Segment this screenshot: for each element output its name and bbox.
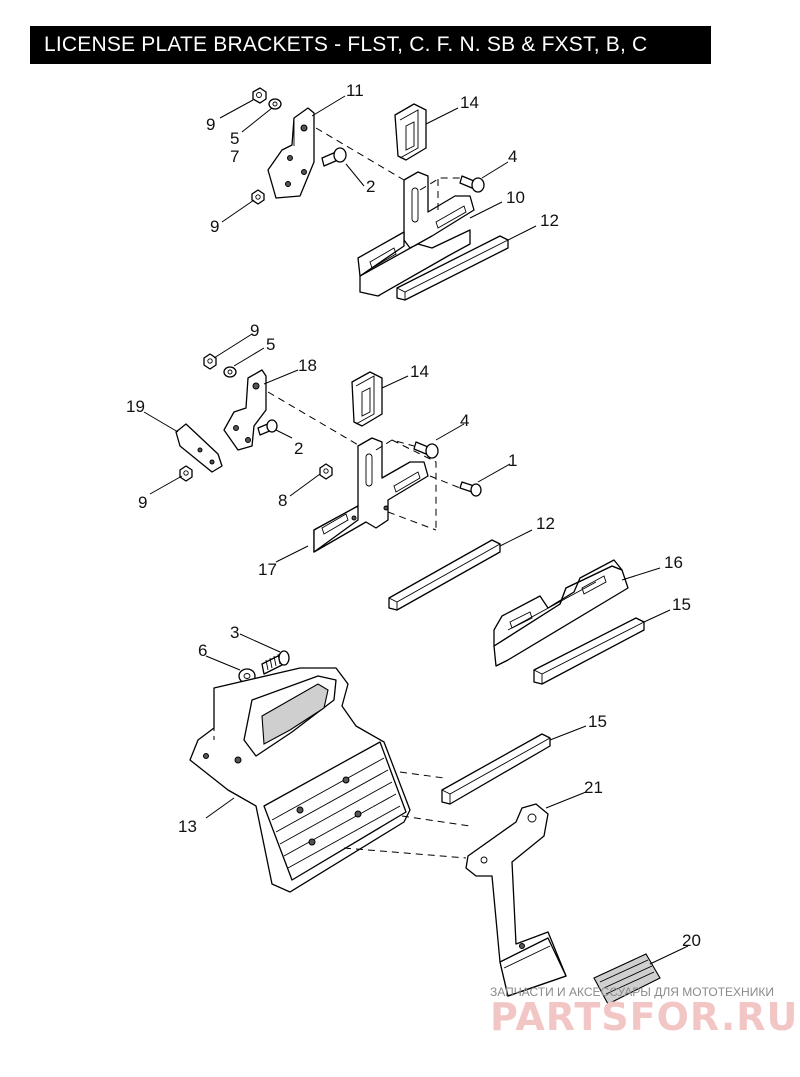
part-16-bracket	[493, 559, 629, 667]
part-2-bolt-mid	[257, 419, 278, 436]
callout-9: 9	[210, 217, 219, 236]
callout-12: 12	[536, 514, 555, 533]
callout-3: 3	[230, 623, 239, 642]
part-9-nut-left	[179, 465, 193, 482]
callout-17: 17	[258, 560, 277, 579]
leader-lines	[143, 95, 689, 965]
part-8-nut	[319, 463, 333, 480]
part-1-bolt	[459, 481, 482, 497]
watermark-tagline: ЗАПЧАСТИ И АКСЕССУАРЫ ДЛЯ МОТОТЕХНИКИ	[490, 985, 774, 999]
watermark: ЗАПЧАСТИ И АКСЕССУАРЫ ДЛЯ МОТОТЕХНИКИ PA…	[490, 985, 798, 1039]
part-15-strip-bottom	[441, 733, 551, 805]
callout-13: 13	[178, 817, 197, 836]
diagram-title: LICENSE PLATE BRACKETS - FLST, C. F. N. …	[30, 26, 711, 64]
part-5-washer-mid	[223, 366, 237, 378]
part-5-washer-top	[268, 98, 282, 110]
part-9-nut-top	[252, 87, 267, 104]
callout-1: 1	[508, 451, 517, 470]
callout-14: 14	[460, 93, 479, 112]
watermark-brand: PARTSFOR.RU	[490, 995, 798, 1039]
part-18-bracket	[223, 369, 267, 451]
part-4-bolt-mid	[413, 441, 439, 459]
callout-15: 15	[672, 595, 691, 614]
callout-9: 9	[206, 115, 215, 134]
callout-8: 8	[278, 491, 287, 510]
callout-9: 9	[138, 493, 147, 512]
part-20-reflector	[593, 953, 661, 1005]
part-11-bracket	[267, 107, 315, 199]
part-14-clip-mid	[351, 371, 383, 427]
callout-labels: 9 5 7 11 14 4 2 10 12 9 9 5 18 14 19 4 2…	[126, 81, 701, 950]
callout-14: 14	[410, 362, 429, 381]
part-9-nut-lower	[251, 189, 265, 205]
part-2-bolt-top	[321, 147, 347, 167]
part-3-bolt	[261, 650, 290, 675]
part-10-bracket	[357, 171, 475, 297]
part-14-clip-top	[394, 103, 427, 161]
callout-19: 19	[126, 397, 145, 416]
callout-7: 7	[230, 147, 239, 166]
part-15-strip-right	[533, 617, 645, 685]
part-21-bracket	[465, 803, 567, 997]
part-19-strap	[175, 423, 223, 473]
part-12-strip-mid	[388, 539, 501, 611]
callout-5: 5	[266, 335, 275, 354]
callout-2: 2	[366, 177, 375, 196]
callout-16: 16	[664, 553, 683, 572]
part-12-strip-top	[396, 235, 509, 301]
part-4-bolt-top	[459, 175, 485, 193]
callout-15: 15	[588, 712, 607, 731]
part-17-bracket	[313, 437, 429, 553]
callout-9: 9	[250, 321, 259, 340]
callout-6: 6	[198, 641, 207, 660]
callout-4: 4	[508, 147, 517, 166]
callout-12: 12	[540, 211, 559, 230]
callout-5: 5	[230, 129, 239, 148]
callout-2: 2	[294, 439, 303, 458]
callout-10: 10	[506, 188, 525, 207]
callout-4: 4	[460, 411, 469, 430]
callout-21: 21	[584, 778, 603, 797]
callout-18: 18	[298, 356, 317, 375]
part-13-plate-holder	[189, 667, 411, 893]
part-9-nut-mid	[203, 353, 217, 370]
callout-11: 11	[346, 81, 364, 100]
callout-20: 20	[682, 931, 701, 950]
